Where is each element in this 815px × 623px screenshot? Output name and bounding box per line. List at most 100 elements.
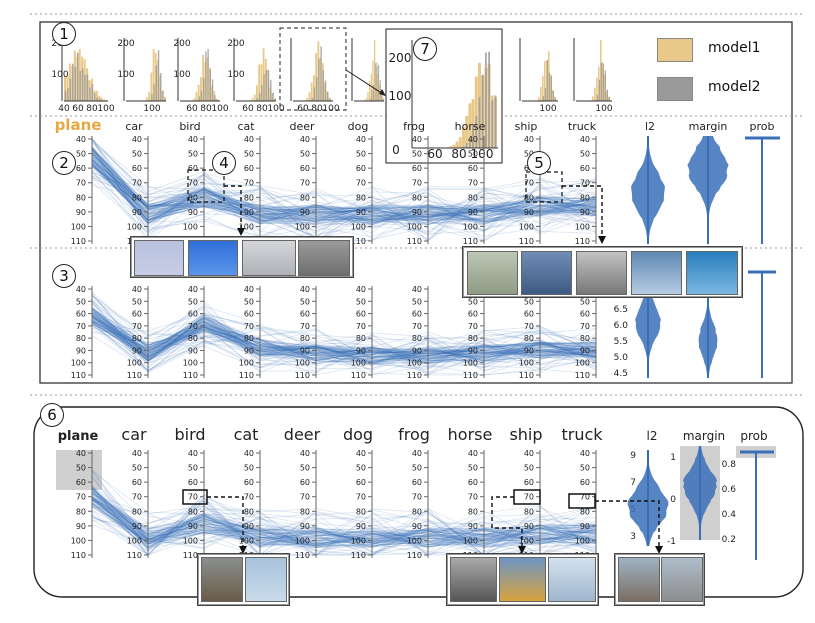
axis-tick-label: 60 [412, 478, 422, 487]
plane-thumbnail[interactable] [631, 251, 682, 295]
plane-thumbnail[interactable] [242, 240, 296, 276]
axis-tick-label: 90 [188, 208, 198, 217]
axis-tick-label: 50 [356, 464, 366, 473]
l2-tick-label: 7 [630, 478, 636, 488]
axis-tick-label: 80 [524, 334, 534, 343]
axis-class-label: truck [561, 425, 603, 444]
axis-tick-label: 110 [239, 371, 254, 380]
histogram-tick-label: 80 [200, 104, 212, 114]
axis-tick-label: 40 [524, 449, 534, 458]
plane-thumbnail[interactable] [576, 251, 627, 295]
axis-tick-label: 90 [132, 208, 142, 217]
axis-tick-label: 100 [351, 222, 366, 231]
histogram-bar-model2 [371, 90, 372, 101]
histogram-bar-model2 [94, 93, 95, 101]
axis-tick-label: 80 [468, 334, 478, 343]
axis-class-label: truck [568, 120, 597, 133]
histogram-bar-model2 [327, 92, 328, 101]
histogram-bar-model2 [259, 93, 260, 101]
histogram-tick-label: 100 [267, 104, 284, 114]
plane-thumbnail[interactable] [134, 240, 184, 276]
axis-tick-label: 70 [468, 493, 478, 502]
zoom-tick-label: 0 [392, 143, 400, 157]
axis-tick-label: 110 [71, 237, 86, 246]
histogram-tick-label: 100 [173, 70, 190, 80]
histogram-bar-model2 [153, 85, 154, 101]
axis-tick-label: 110 [463, 371, 478, 380]
axis-tick-label: 70 [244, 493, 254, 502]
axis-tick-label: 60 [524, 478, 534, 487]
axis-tick-label: 50 [300, 464, 310, 473]
axis-tick-label: 60 [244, 478, 254, 487]
axis-tick-label: 50 [468, 297, 478, 306]
axis-tick-label: 100 [463, 536, 478, 545]
l2-tick-label: 6.5 [614, 305, 628, 315]
axis-label-margin: margin [689, 120, 728, 133]
axis-tick-label: 70 [188, 322, 198, 331]
histogram-bar-model2 [551, 76, 552, 101]
axis-tick-label: 60 [300, 164, 310, 173]
plane-thumbnail[interactable] [661, 557, 703, 602]
l2-tick-label: 4.5 [614, 369, 628, 379]
axis-tick-label: 40 [132, 135, 142, 144]
axis-tick-label: 110 [351, 371, 366, 380]
axis-tick-label: 90 [76, 346, 86, 355]
axis-class-label: ship [509, 425, 542, 444]
plane-thumbnail[interactable] [298, 240, 350, 276]
histogram-bar-model2 [314, 87, 315, 101]
axis-tick-label: 80 [188, 334, 198, 343]
axis-class-label: plane [55, 116, 102, 134]
axis-tick-label: 50 [300, 150, 310, 159]
axis-tick-label: 70 [412, 179, 422, 188]
axis-tick-label: 90 [412, 522, 422, 531]
axis-tick-label: 100 [127, 359, 142, 368]
histogram-bar-model2 [261, 85, 262, 101]
axis-tick-label: 100 [127, 222, 142, 231]
plane-thumbnail[interactable] [521, 251, 572, 295]
histogram-bar-model2 [72, 64, 73, 101]
thumbnail-strip-6a [197, 553, 290, 606]
plane-thumbnail[interactable] [548, 557, 596, 602]
callout-2: 2 [52, 151, 76, 175]
histogram-bar-model2 [214, 95, 215, 101]
histogram-tick-label: 60 [242, 104, 254, 114]
axis-tick-label: 90 [356, 522, 366, 531]
plane-thumbnail[interactable] [450, 557, 497, 602]
axis-tick-label: 80 [580, 334, 590, 343]
plane-thumbnail[interactable] [201, 557, 243, 602]
axis-tick-label: 50 [132, 464, 142, 473]
axis-tick-label: 80 [524, 193, 534, 202]
axis-label-l2: l2 [645, 120, 655, 133]
plane-thumbnail[interactable] [467, 251, 518, 295]
axis-tick-label: 70 [132, 179, 142, 188]
axis-tick-label: 110 [183, 371, 198, 380]
histogram-tick-label: 60 [72, 104, 84, 114]
axis-tick-label: 60 [468, 164, 478, 173]
histogram-bar-model2 [201, 91, 202, 101]
plane-thumbnail[interactable] [188, 240, 238, 276]
axis-tick-label: 70 [468, 322, 478, 331]
axis-tick-label: 70 [76, 322, 86, 331]
histogram-bar-model2 [65, 91, 66, 101]
axis-tick-label: 50 [244, 464, 254, 473]
plane-thumbnail[interactable] [499, 557, 546, 602]
axis-tick-label: 80 [356, 507, 366, 516]
axis-tick-label: 60 [580, 478, 590, 487]
axis-tick-label: 40 [76, 285, 86, 294]
prob-tick-label: 0.8 [722, 460, 737, 470]
margin-tick-label: 0 [670, 495, 676, 505]
axis-tick-label: 50 [468, 150, 478, 159]
axis-tick-label: 70 [468, 179, 478, 188]
axis-tick-label: 50 [244, 150, 254, 159]
plane-thumbnail[interactable] [245, 557, 287, 602]
axis-tick-label: 40 [132, 449, 142, 458]
plane-thumbnail[interactable] [618, 557, 660, 602]
l2-tick-label: 6.0 [614, 321, 629, 331]
axis-class-label: horse [455, 120, 486, 133]
axis-tick-label: 110 [519, 237, 534, 246]
axis-tick-label: 100 [71, 536, 86, 545]
plane-thumbnail[interactable] [686, 251, 738, 295]
